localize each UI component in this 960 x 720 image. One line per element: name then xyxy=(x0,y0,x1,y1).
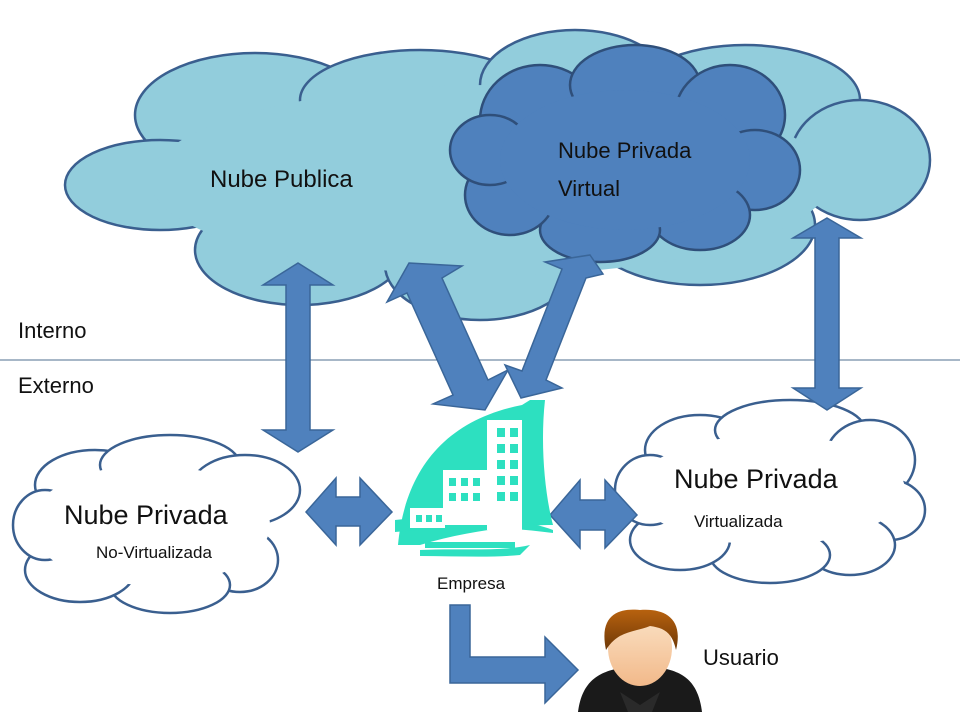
zone-label-internal: Interno xyxy=(18,318,87,343)
user-label: Usuario xyxy=(703,645,779,670)
building-icon xyxy=(395,400,553,557)
private-non-virtualized-cloud xyxy=(11,433,302,615)
arrow-company-to-virtualized xyxy=(548,477,639,550)
private-virtualized-subtitle: Virtualizada xyxy=(694,512,783,531)
arrow-public-to-nonvirtual xyxy=(260,262,336,453)
private-virtual-cloud-label-line2: Virtual xyxy=(558,176,620,201)
private-virtualized-cloud xyxy=(613,398,927,585)
public-cloud-label: Nube Publica xyxy=(210,166,353,193)
arrow-nonvirtual-to-company xyxy=(304,476,394,547)
private-non-virtualized-title: Nube Privada xyxy=(64,500,228,530)
arrow-virtual-to-company xyxy=(503,254,605,399)
company-label: Empresa xyxy=(437,574,506,593)
arrow-public-to-virtualized xyxy=(790,217,864,411)
zone-label-external: Externo xyxy=(18,373,94,398)
private-virtualized-title: Nube Privada xyxy=(674,464,838,494)
user-avatar-icon xyxy=(578,609,702,712)
arrow-company-to-user xyxy=(449,604,580,705)
private-virtual-cloud xyxy=(448,43,802,264)
private-non-virtualized-subtitle: No-Virtualizada xyxy=(96,543,212,562)
arrow-public-to-company xyxy=(385,262,510,411)
private-virtual-cloud-label-line1: Nube Privada xyxy=(558,138,692,163)
